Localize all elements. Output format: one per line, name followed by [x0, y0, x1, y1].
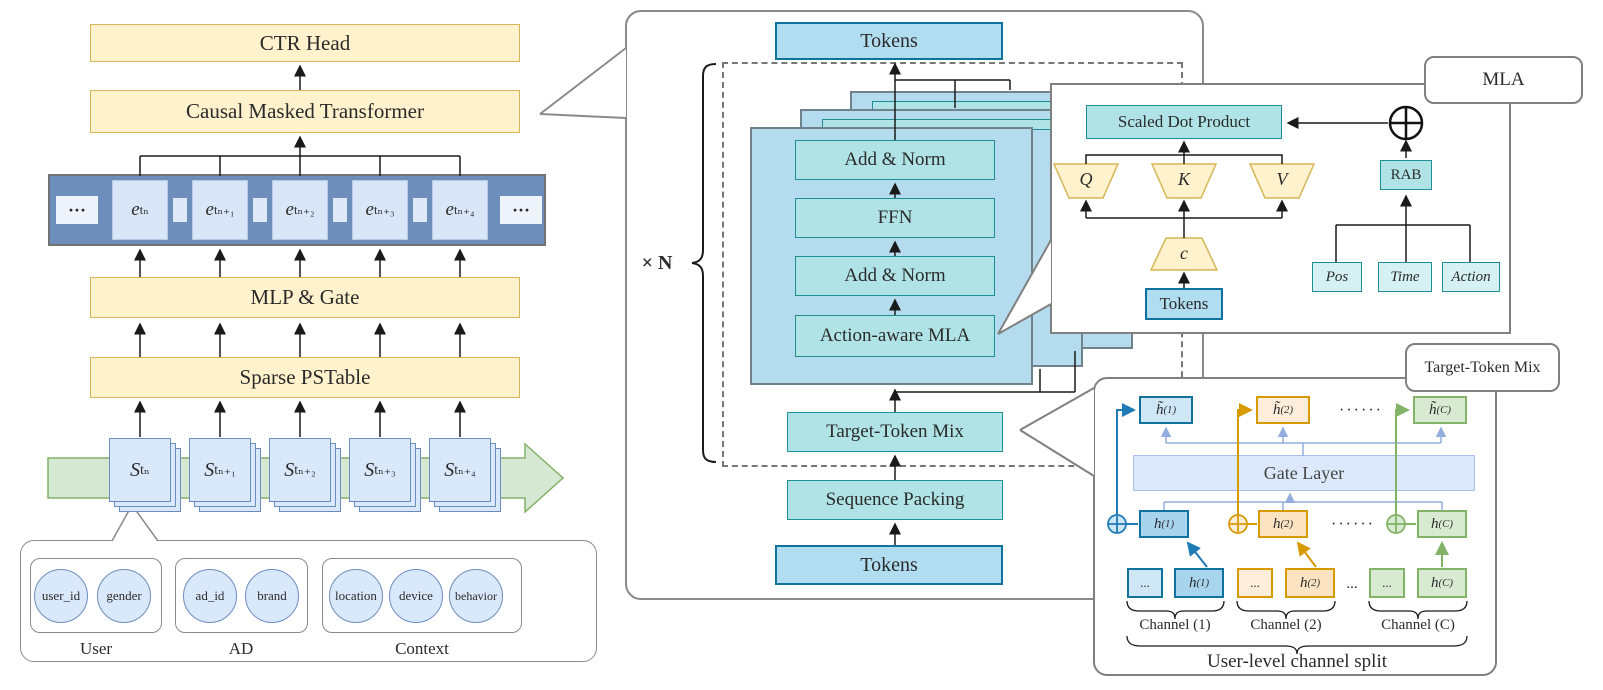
time-box: Time [1378, 262, 1432, 292]
action-box: Action [1442, 262, 1500, 292]
tokens-output-box: Tokens [775, 22, 1003, 60]
hidden-box-c: h(C) [1417, 510, 1467, 538]
row-dots: ······ [1331, 516, 1375, 533]
add-norm-box-bottom: Add & Norm [795, 256, 995, 296]
repeat-count-label: × N [641, 251, 673, 274]
feature-circle: user_id [34, 569, 88, 623]
causal-masked-transformer-box: Causal Masked Transformer [90, 90, 520, 133]
target-token-mix-box: Target-Token Mix [787, 412, 1003, 452]
feature-circle: ad_id [183, 569, 237, 623]
band-dots-left: ··· [56, 196, 98, 224]
feature-group-label: User [79, 639, 113, 658]
mlp-gate-box: MLP & Gate [90, 277, 520, 318]
mla-tokens-box: Tokens [1145, 288, 1223, 320]
sparse-pstable-box: Sparse PSTable [90, 357, 520, 398]
action-aware-mla-box: Action-aware MLA [795, 315, 995, 357]
sequence-packing-box: Sequence Packing [787, 480, 1003, 520]
hidden-box-1: h(1) [1139, 510, 1189, 538]
channel-label-2: Channel (2) [1250, 616, 1322, 633]
mixed-hidden-box-2: h̃(2) [1256, 396, 1310, 424]
feature-group-label: Context [395, 639, 449, 658]
band-gap [413, 198, 427, 222]
hidden-box-2: h(2) [1258, 510, 1308, 538]
rab-box: RAB [1380, 160, 1432, 190]
channel-h-box-c: h(C) [1417, 568, 1467, 598]
channel-h-box-2: h(2) [1285, 568, 1335, 598]
channel-label-1: Channel (1) [1139, 616, 1211, 633]
ctr-head-label: CTR Head [259, 30, 351, 55]
pos-box: Pos [1312, 262, 1362, 292]
mixed-hidden-box-1: h̃(1) [1139, 396, 1193, 424]
gate-layer-box: Gate Layer [1133, 455, 1475, 491]
mla-panel-title: MLA [1424, 56, 1583, 104]
v-label: V [1276, 168, 1288, 189]
k-label: K [1177, 168, 1190, 189]
band-gap [333, 198, 347, 222]
c-label: c [1180, 242, 1188, 263]
channel-split-caption: User-level channel split [1206, 651, 1388, 672]
add-norm-box-top: Add & Norm [795, 140, 995, 180]
channel-dots-box-2: ... [1237, 568, 1273, 598]
channel-dots-box-c: ... [1369, 568, 1405, 598]
ctr-head-box: CTR Head [90, 24, 520, 62]
channel-label-c: Channel (C) [1381, 616, 1455, 633]
feature-circle: device [389, 569, 443, 623]
target-token-mix-panel-title: Target-Token Mix [1405, 343, 1560, 392]
mixed-hidden-box-c: h̃(C) [1413, 396, 1467, 424]
channel-h-box-1: h(1) [1174, 568, 1224, 598]
row-dots: ······ [1339, 402, 1383, 419]
band-gap [173, 198, 187, 222]
between-dots: ... [1346, 575, 1358, 592]
band-dots-right: ··· [500, 196, 542, 224]
channel-dots-box-1: ... [1127, 568, 1163, 598]
feature-circle: behavior [449, 569, 503, 623]
feature-group-label: AD [228, 639, 254, 658]
q-label: Q [1079, 168, 1093, 189]
ffn-box: FFN [795, 198, 995, 238]
transformer-label: Causal Masked Transformer [186, 99, 424, 123]
feature-circle: gender [97, 569, 151, 623]
feature-circle: brand [245, 569, 299, 623]
scaled-dot-product-box: Scaled Dot Product [1086, 105, 1282, 139]
tokens-input-box: Tokens [775, 545, 1003, 585]
band-gap [253, 198, 267, 222]
feature-circle: location [329, 569, 383, 623]
